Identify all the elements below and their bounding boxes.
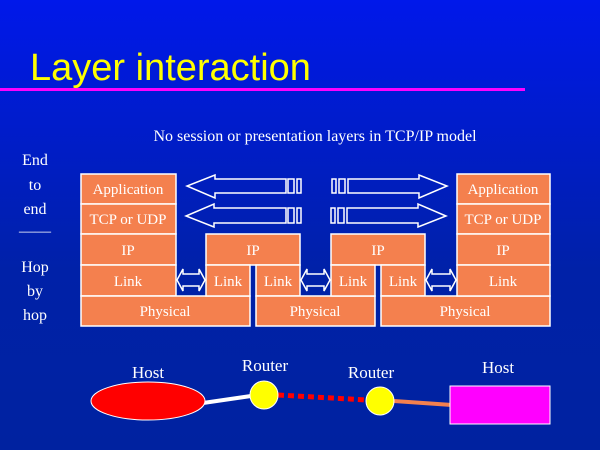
layer-link (330, 264, 376, 297)
layer-label: Link (114, 274, 143, 290)
link-host-router (202, 394, 252, 405)
host-left-stack: Application TCP or UDP IP Link (80, 173, 177, 297)
layer-application (456, 173, 551, 205)
layer-label: IP (121, 243, 134, 259)
layer-link (456, 264, 551, 297)
layer-link (255, 264, 301, 297)
layer-label: TCP or UDP (465, 212, 542, 228)
host-right-node (449, 385, 551, 425)
layer-label: Physical (140, 304, 191, 320)
arrow-left-icon (184, 173, 302, 229)
double-arrow-icon (300, 268, 331, 292)
side-labels: End to end —— Hop by hop (18, 152, 52, 324)
router-2-label: Router (348, 363, 395, 382)
layer-label: IP (371, 243, 384, 259)
layer-link (380, 264, 426, 297)
host-left-label: Host (132, 363, 164, 382)
layer-link (205, 264, 251, 297)
layer-link (80, 264, 177, 297)
link-double-arrows (176, 268, 457, 292)
label-to: to (29, 177, 41, 194)
title-rule (0, 88, 525, 91)
label-hop2: hop (23, 307, 47, 324)
layer-label: IP (496, 243, 509, 259)
label-hop: Hop (21, 259, 49, 276)
label-end2: end (23, 201, 46, 218)
link-router-router (277, 392, 368, 403)
router-2-stack: IP Link Link (330, 233, 426, 297)
layer-physical-2 (255, 295, 376, 327)
layer-label: TCP or UDP (90, 212, 167, 228)
layer-label: Application (468, 182, 539, 198)
layer-application (80, 173, 177, 205)
layer-label: Link (339, 274, 368, 290)
host-left-node (90, 381, 206, 421)
layer-transport (80, 203, 177, 235)
layer-label: Physical (290, 304, 341, 320)
subtitle: No session or presentation layers in TCP… (153, 128, 477, 145)
layer-label: Application (93, 182, 164, 198)
layer-label: Link (214, 274, 243, 290)
layer-physical-1 (80, 295, 251, 327)
slide-title: Layer interaction (30, 47, 311, 89)
layer-ip (330, 233, 426, 266)
link-router-host (393, 399, 453, 407)
router-1-label: Router (242, 356, 289, 375)
layer-ip (456, 233, 551, 266)
layer-label: Link (389, 274, 418, 290)
label-by: by (27, 283, 43, 300)
label-end: End (22, 152, 48, 169)
layer-label: Link (489, 274, 518, 290)
topology: Host Router Router Host (90, 356, 551, 425)
double-arrow-icon (425, 268, 457, 292)
layer-ip (205, 233, 301, 266)
peer-arrows (184, 173, 449, 229)
layer-physical-3 (380, 295, 551, 327)
double-arrow-icon (176, 268, 206, 292)
layer-label: IP (246, 243, 259, 259)
host-right-label: Host (482, 358, 514, 377)
router-1-node (249, 380, 279, 410)
host-right-stack: Application TCP or UDP IP Link (456, 173, 551, 297)
layer-label: Physical (440, 304, 491, 320)
router-1-stack: IP Link Link (205, 233, 301, 297)
layer-label: Link (264, 274, 293, 290)
label-separator: —— (18, 223, 52, 240)
router-2-node (365, 386, 395, 416)
arrow-right-icon (330, 173, 449, 229)
